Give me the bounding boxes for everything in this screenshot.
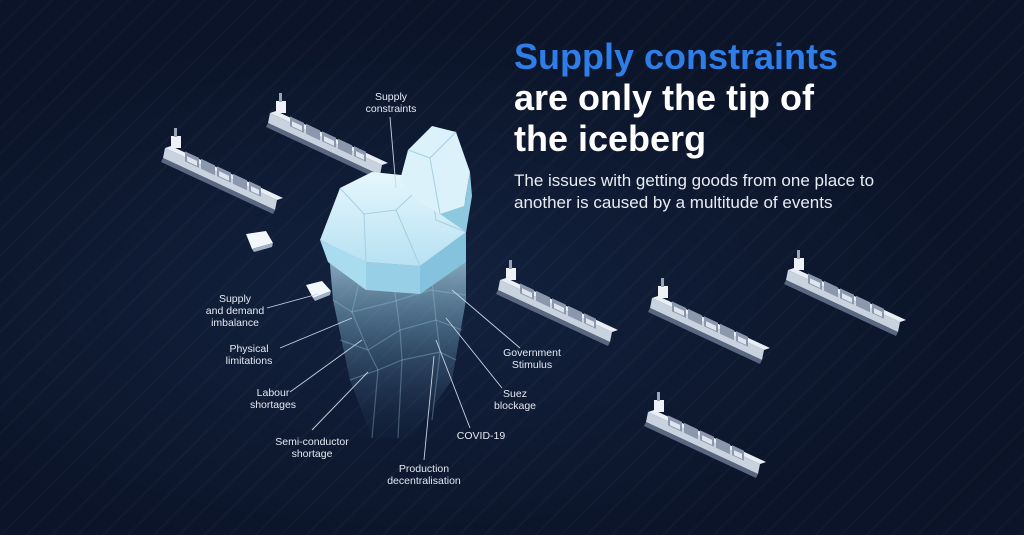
cargo-ship-2: [161, 128, 283, 214]
leader-stimulus: [451, 289, 521, 349]
label-semi-conductor-shortage: Semi-conductor shortage: [275, 436, 349, 460]
subtitle: The issues with getting goods from one p…: [514, 171, 875, 212]
label-supply-constraints: Supply constraints: [365, 91, 417, 115]
title-accent: Supply constraints: [514, 36, 839, 77]
leader-production: [423, 355, 435, 461]
cargo-ship-5: [784, 250, 906, 336]
ice-chunk-2: [306, 281, 331, 301]
label-physical-limitations: Physical limitations: [225, 343, 273, 367]
cargo-ship-3: [496, 260, 618, 346]
label-covid-19: COVID-19: [456, 430, 506, 442]
label-production-decentralisation: Production decentralisation: [387, 463, 461, 487]
leader-physical: [279, 317, 353, 349]
leader-covid: [435, 339, 471, 429]
label-government-stimulus: Government Stimulus: [503, 347, 561, 371]
page-title: Supply constraints are only the tip of t…: [514, 36, 994, 159]
label-labour-shortages: Labour shortages: [249, 387, 297, 411]
leader-supply-demand: [266, 293, 319, 309]
ice-chunk-1: [246, 231, 273, 252]
leader-lines: [266, 116, 521, 461]
iceberg: [320, 126, 472, 440]
title-rest: are only the tip of the iceberg: [514, 77, 815, 159]
leader-semiconductor: [311, 371, 369, 431]
label-supply-demand-imbalance: Supply and demand imbalance: [205, 293, 265, 329]
leader-labour: [289, 339, 363, 393]
label-suez-blockage: Suez blockage: [493, 388, 537, 412]
cargo-ship-6: [644, 392, 766, 478]
leader-suez: [445, 317, 503, 389]
cargo-ship-4: [648, 278, 770, 364]
leader-tip: [389, 116, 397, 189]
